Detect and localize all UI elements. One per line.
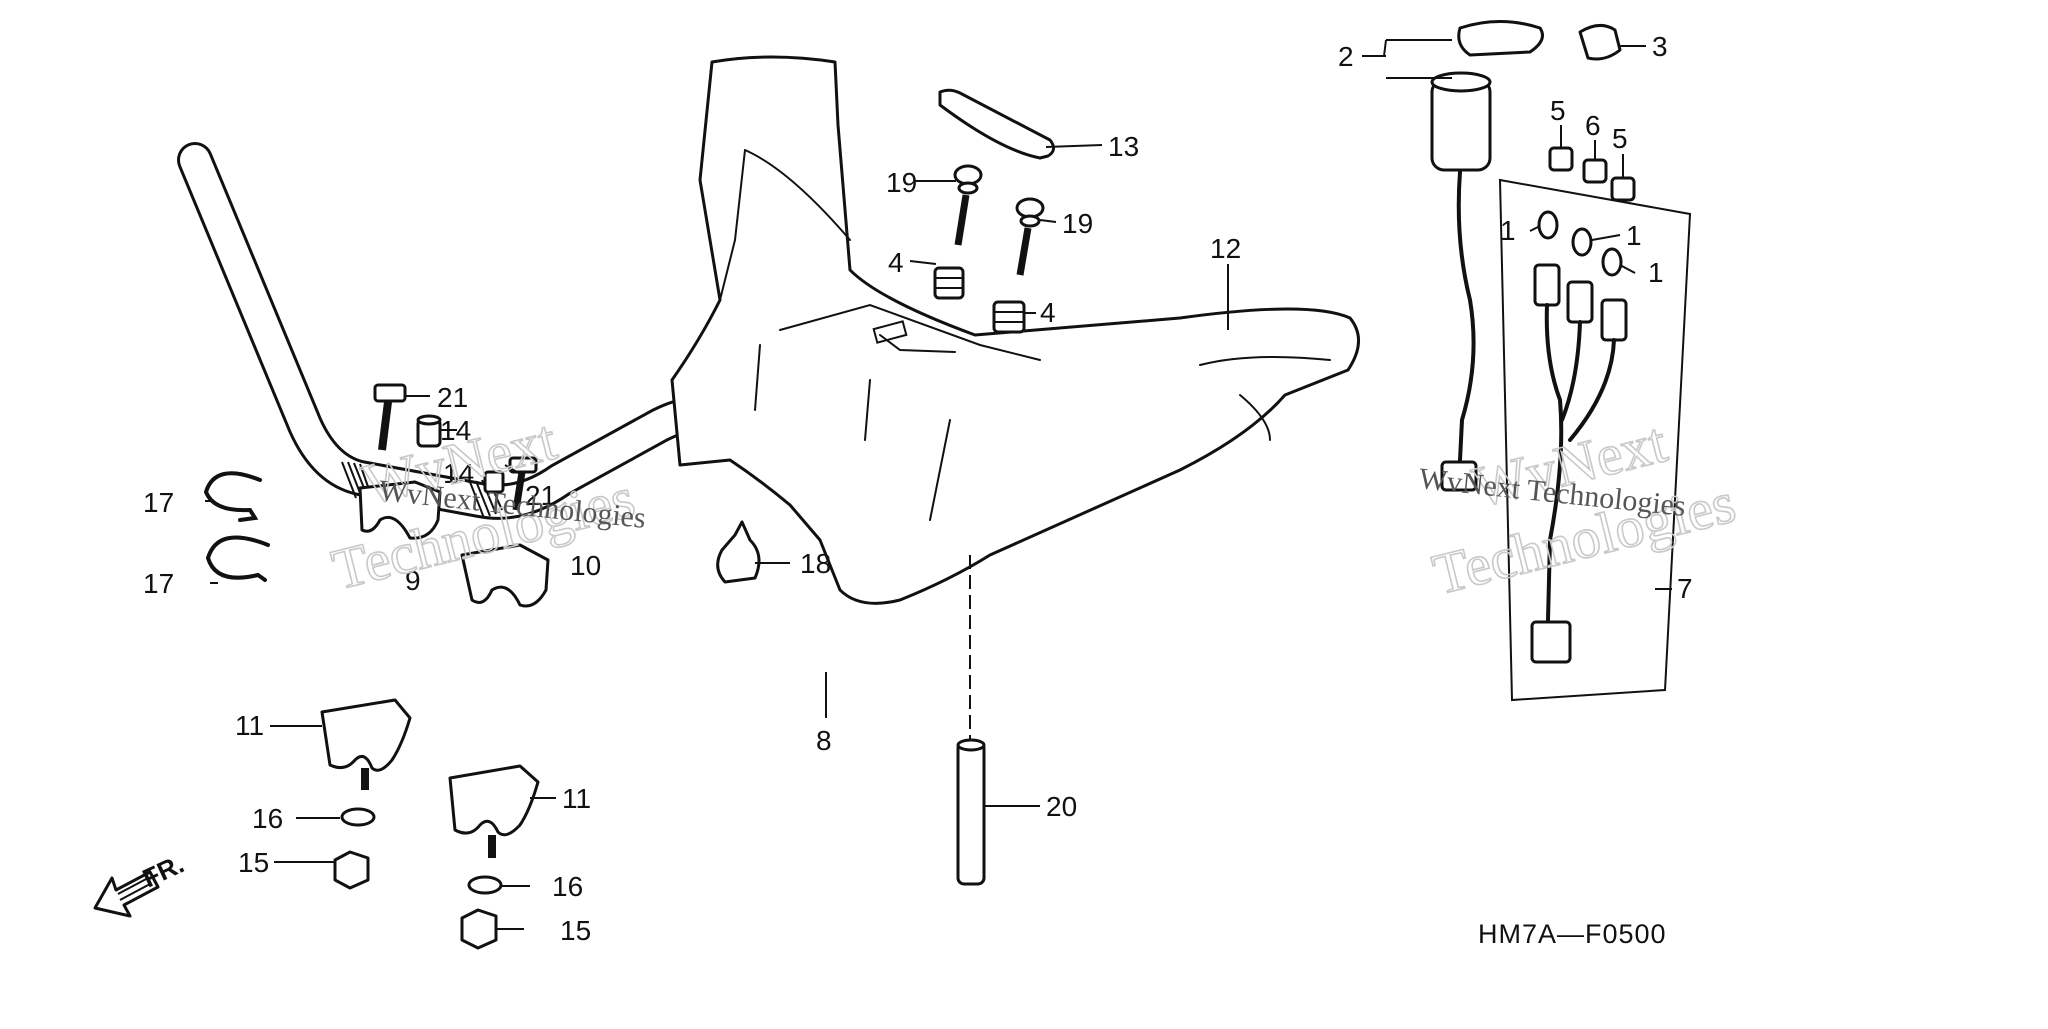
grommet-4-a — [933, 266, 965, 300]
diagram-code: HM7A—F0500 — [1478, 919, 1667, 949]
plug-3 — [1578, 24, 1622, 61]
callout-20: 20 — [1046, 791, 1077, 822]
callout-5-b: 5 — [1612, 123, 1628, 154]
clamp-17-a — [203, 471, 262, 522]
callout-17-b: 17 — [143, 568, 174, 599]
nut-15-a — [333, 850, 370, 890]
callout-7: 7 — [1677, 573, 1693, 604]
grommet-4-b — [992, 300, 1026, 334]
indicator-harness-7 — [1498, 178, 1692, 702]
callout-6: 6 — [1585, 110, 1601, 141]
callout-11-a: 11 — [235, 710, 264, 741]
clip-18 — [716, 520, 761, 584]
bushing-14-b — [483, 470, 505, 494]
plug-5-b — [1610, 176, 1636, 202]
callout-2: 2 — [1338, 41, 1354, 72]
front-arrow — [93, 870, 160, 918]
screw-19-a — [953, 164, 983, 246]
callout-12: 12 — [1210, 233, 1241, 264]
callout-15-a: 15 — [238, 847, 269, 878]
lower-holder-11-b — [448, 764, 540, 837]
callout-1-b: 1 — [1626, 220, 1642, 251]
bulb-1-c — [1601, 247, 1623, 277]
callout-13: 13 — [1108, 131, 1139, 162]
callout-4-a: 4 — [888, 247, 904, 278]
collar-20 — [956, 738, 986, 886]
bulb-1-a — [1537, 210, 1559, 240]
plug-6 — [1582, 158, 1608, 184]
washer-16-b — [467, 875, 503, 895]
callout-1-c: 1 — [1648, 257, 1664, 288]
callout-9: 9 — [405, 565, 421, 596]
callout-16-a: 16 — [252, 803, 283, 834]
cover-pad — [938, 88, 1055, 160]
callout-21-b: 21 — [525, 480, 556, 511]
handlebar-cover — [670, 55, 1360, 605]
screw-19-b — [1015, 197, 1045, 276]
bolt-21-a — [373, 383, 407, 451]
callout-8: 8 — [816, 725, 832, 756]
callout-5-a: 5 — [1550, 95, 1566, 126]
bolt-21-b — [508, 456, 538, 511]
callouts: 1 1 1 2 3 4 4 5 6 5 7 8 9 10 11 11 12 13… — [143, 31, 1693, 946]
callout-1-a: 1 — [1500, 215, 1516, 246]
callout-17-a: 17 — [143, 487, 174, 518]
callout-11-b: 11 — [562, 783, 591, 814]
callout-19-b: 19 — [1062, 208, 1093, 239]
holder-9 — [358, 480, 442, 540]
callout-21-a: 21 — [437, 382, 468, 413]
callout-15-b: 15 — [560, 915, 591, 946]
callout-3: 3 — [1652, 31, 1668, 62]
lower-holder-11-a — [320, 698, 412, 772]
callout-10: 10 — [570, 550, 601, 581]
holder-10 — [460, 543, 550, 608]
callout-19-a: 19 — [886, 167, 917, 198]
bulb-1-b — [1571, 227, 1593, 257]
bushing-14-a — [416, 414, 442, 448]
callout-4-b: 4 — [1040, 297, 1056, 328]
leader-lines — [205, 39, 1672, 930]
callout-16-b: 16 — [552, 871, 583, 902]
clamp-17-b — [205, 535, 270, 582]
callout-18: 18 — [800, 548, 831, 579]
callout-14-a: 14 — [440, 415, 471, 446]
nut-15-b — [460, 908, 498, 950]
callout-14-b: 14 — [443, 458, 474, 489]
plug-5-a — [1548, 146, 1574, 172]
washer-16-a — [340, 807, 376, 827]
main-switch-2 — [1430, 20, 1544, 492]
